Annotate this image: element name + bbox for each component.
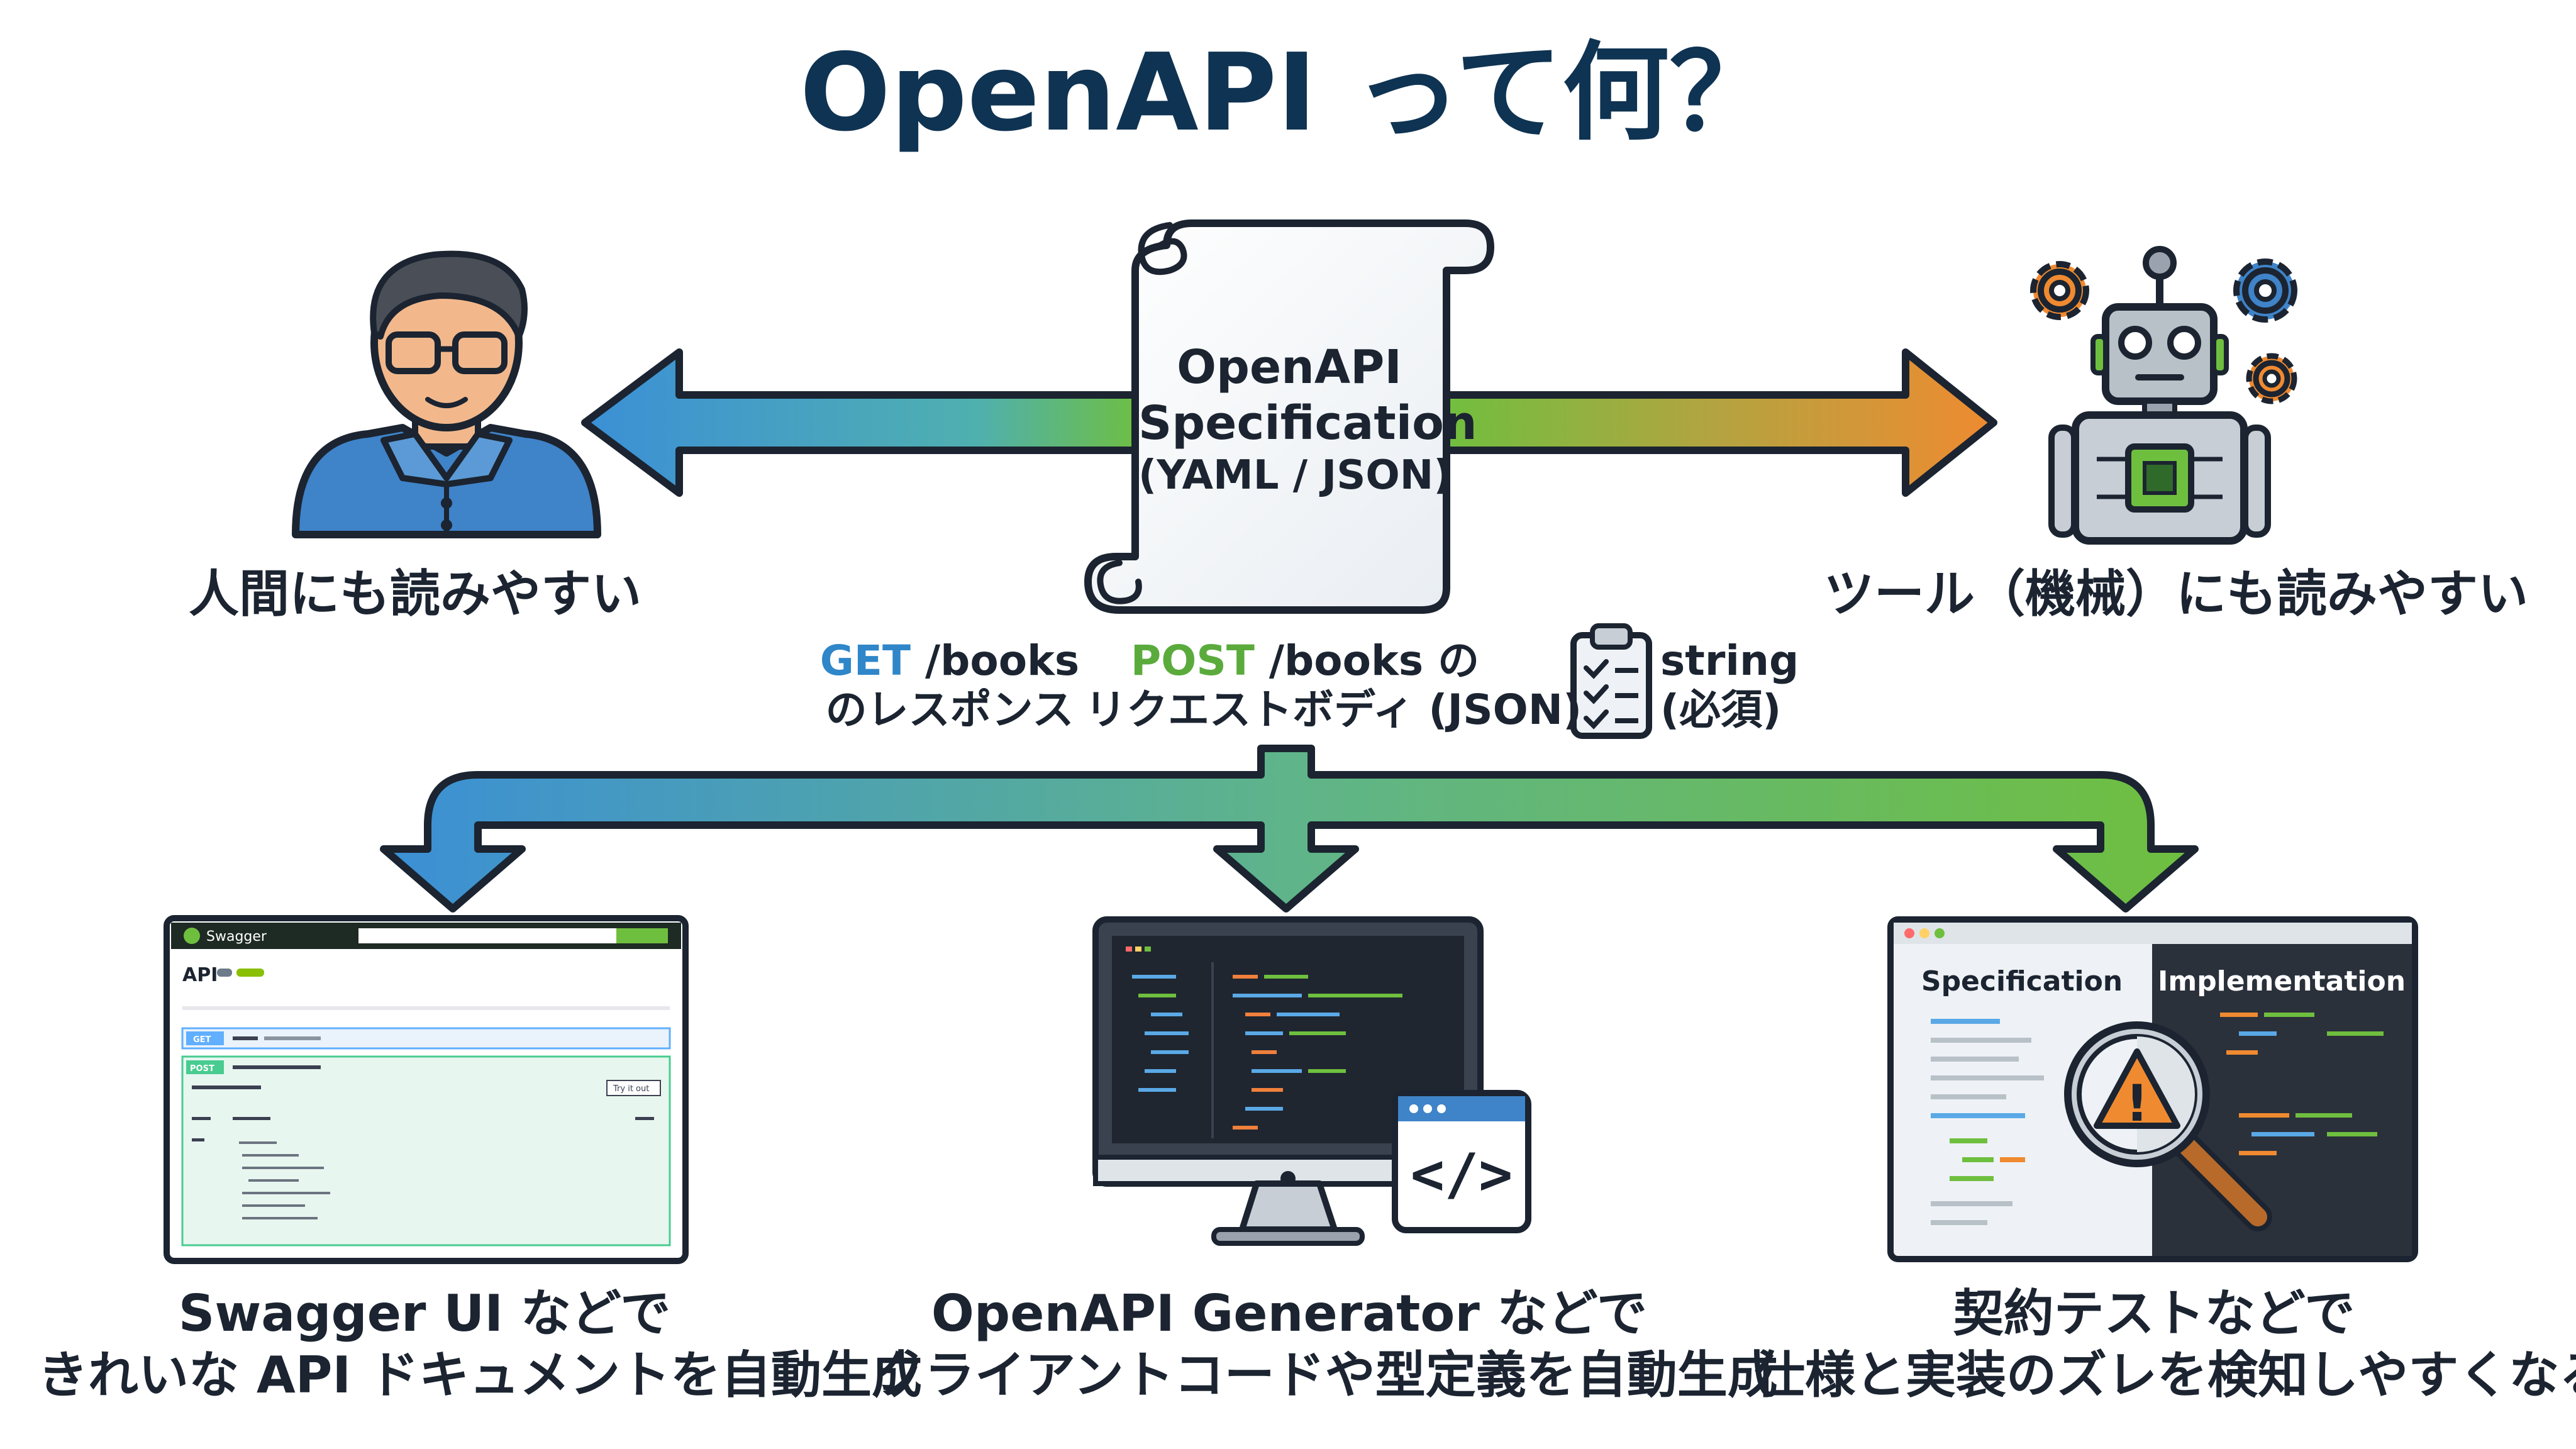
string-type: string — [1660, 636, 1799, 685]
contract-caption: 契約テストなどで 仕様と実装のズレを検知しやすくなる — [1755, 1283, 2576, 1406]
spec-line-1: OpenAPI — [1177, 340, 1402, 394]
code-icon-symbol: </> — [1411, 1141, 1513, 1208]
page-title: OpenAPI って何？ — [799, 31, 1777, 155]
branch-arrows — [380, 745, 2199, 913]
code-icon: </> — [1392, 1090, 1531, 1233]
machine-readable-caption: ツール（機械）にも読みやすい — [1824, 565, 2528, 623]
generator-caption-line-1: OpenAPI Generator などで — [931, 1284, 1648, 1343]
get-path: /books — [911, 636, 1080, 685]
get-method: GET — [819, 636, 911, 685]
swagger-api-label: API — [182, 964, 218, 986]
magnifier-warning-icon: ! — [2064, 1021, 2272, 1231]
swagger-caption-line-1: Swagger UI などで — [178, 1284, 671, 1343]
swagger-caption-line-2: きれいな API ドキュメントを自動生成 — [38, 1345, 923, 1404]
gear-icon — [2246, 353, 2297, 404]
post-path: /books の — [1254, 636, 1480, 685]
spec-column-title: Specification — [1921, 965, 2123, 997]
get-example: GET /books のレスポンス — [811, 636, 1088, 735]
generator-caption-line-2: クライアントコードや型定義を自動生成 — [874, 1345, 1778, 1404]
swagger-get-tag: GET — [193, 1035, 211, 1045]
spec-scroll-icon — [1084, 219, 1494, 614]
checklist-icon — [1570, 623, 1652, 739]
code-generator-panel — [1092, 916, 1484, 1246]
arrow-to-human — [581, 348, 1148, 497]
gear-icon — [2233, 258, 2297, 323]
contract-caption-line-1: 契約テストなどで — [1953, 1284, 2355, 1343]
arrow-to-machine — [1436, 348, 1997, 497]
swagger-ui-panel: Swagger API GET POST Try it out — [164, 915, 689, 1264]
spec-line-3: (YAML / JSON) — [1138, 452, 1452, 499]
human-readable-caption: 人間にも読みやすい — [189, 565, 641, 623]
post-method: POST — [1130, 636, 1255, 685]
get-desc: のレスポンス — [825, 685, 1074, 734]
string-required-example: string (必須) — [1660, 636, 1799, 735]
spec-line-2: Specification — [1138, 396, 1477, 450]
contract-caption-line-2: 仕様と実装のズレを検知しやすくなる — [1755, 1345, 2576, 1404]
generator-caption: OpenAPI Generator などで クライアントコードや型定義を自動生成 — [874, 1283, 1778, 1406]
person-icon — [292, 250, 601, 538]
impl-column-title: Implementation — [2158, 965, 2406, 997]
swagger-logo-text: Swagger — [206, 929, 267, 945]
post-example: POST /books の リクエストボディ (JSON) — [1085, 636, 1582, 735]
swagger-post-tag: POST — [190, 1064, 214, 1074]
gear-icon — [2030, 261, 2089, 320]
post-desc: リクエストボディ (JSON) — [1085, 685, 1582, 734]
swagger-try-button: Try it out — [613, 1084, 649, 1094]
warning-icon: ! — [2126, 1074, 2148, 1133]
required-note: (必須) — [1660, 685, 1782, 734]
robot-icon — [2048, 246, 2271, 545]
swagger-caption: Swagger UI などで きれいな API ドキュメントを自動生成 — [38, 1283, 923, 1406]
spec-title: OpenAPI Specification (YAML / JSON) — [1138, 340, 1477, 499]
